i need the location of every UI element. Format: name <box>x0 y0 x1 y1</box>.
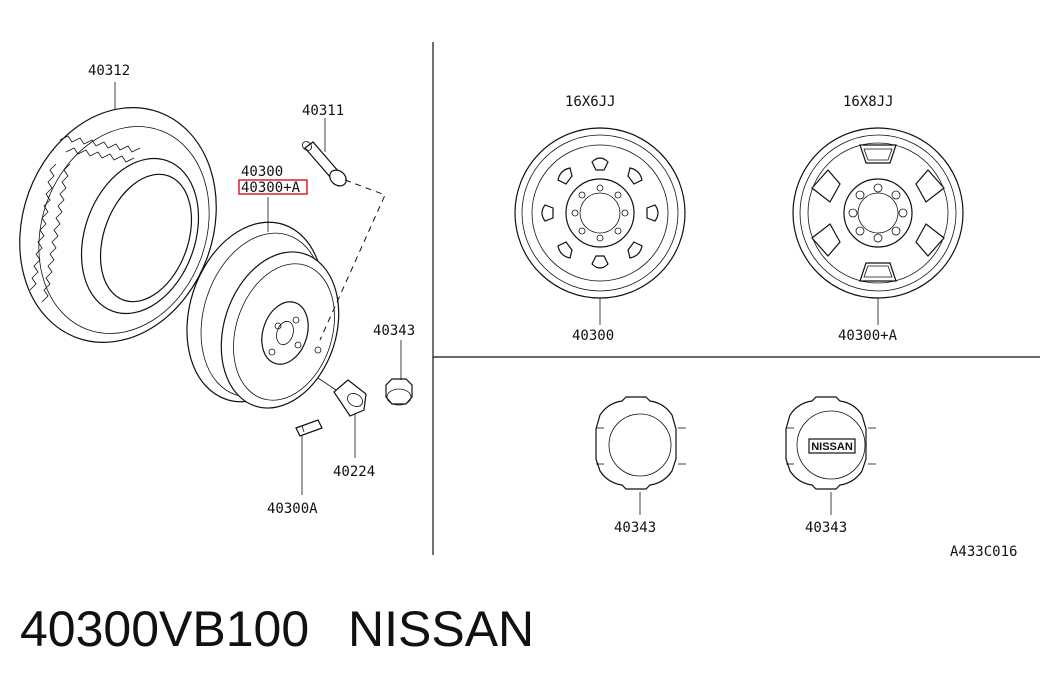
nut-illustration <box>317 377 367 417</box>
tire-illustration <box>19 82 217 343</box>
label-40224: 40224 <box>333 464 375 480</box>
label-40300: 40300 <box>241 164 283 180</box>
label-16x6jj: 16X6JJ <box>565 94 616 110</box>
label-40343-left: 40343 <box>373 323 415 339</box>
logo-cap-illustration <box>785 396 876 490</box>
steel-wheel-8jj <box>792 127 964 299</box>
valve-illustration <box>301 141 347 187</box>
label-40311: 40311 <box>302 103 344 119</box>
valve-dashed-leader <box>319 179 386 341</box>
caption-part-number: 40300VB100 <box>20 601 309 657</box>
label-40300a: 40300A <box>267 501 318 517</box>
label-40300-6jj: 40300 <box>572 328 614 344</box>
steel-wheel-6jj <box>514 127 686 299</box>
highlight-box <box>238 179 308 195</box>
small-cap-illustration <box>385 378 413 406</box>
balance-weight-illustration <box>295 419 323 437</box>
label-40312: 40312 <box>88 63 130 79</box>
nissan-logo-text: NISSAN <box>811 441 853 453</box>
label-40343-plain: 40343 <box>614 520 656 536</box>
label-16x8jj: 16X8JJ <box>843 94 894 110</box>
label-40300-plus-a: 40300+A <box>241 180 301 196</box>
plain-cap-illustration <box>595 396 686 490</box>
label-40343-logo: 40343 <box>805 520 847 536</box>
caption-brand: NISSAN <box>348 601 534 657</box>
figure-code: A433C016 <box>950 544 1017 560</box>
label-40300-plus-a-8jj: 40300+A <box>838 328 898 344</box>
wheel-illustration <box>186 221 340 409</box>
